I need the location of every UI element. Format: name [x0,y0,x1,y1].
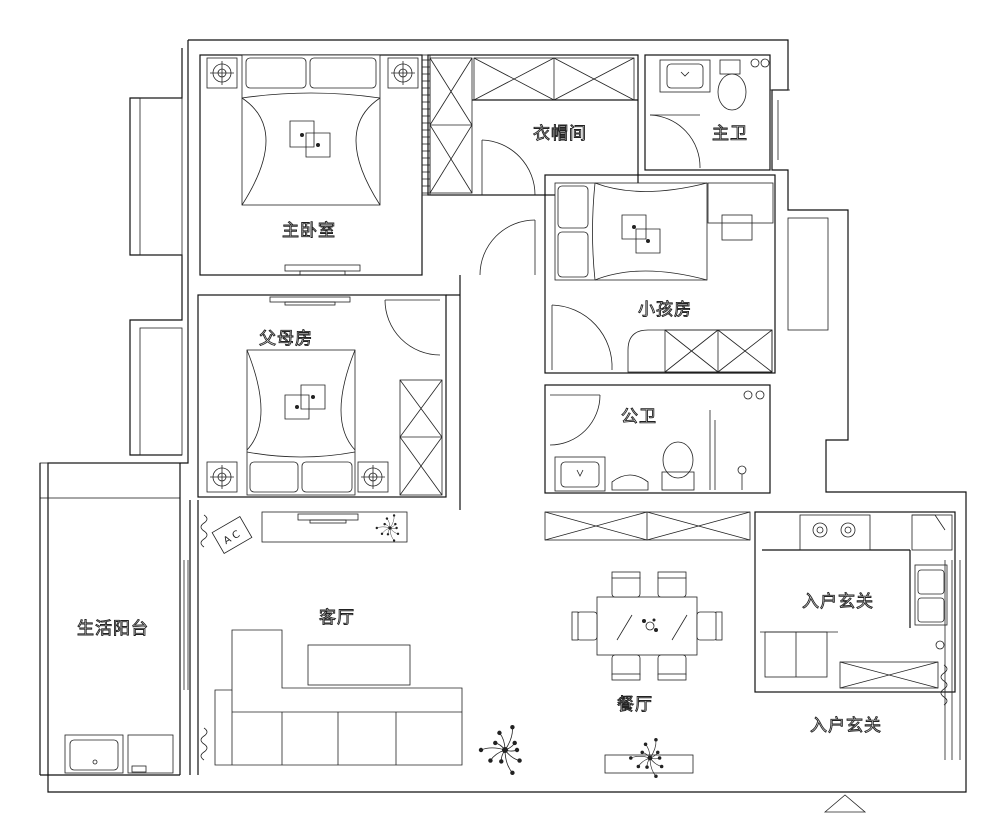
nightstand-lamp-icon [206,57,238,89]
nightstand-lamp-icon [387,57,419,89]
wardrobes [399,57,939,689]
room-labels: 主卧室 衣帽间 主卫 小孩房 父母房 公卫 客厅 餐厅 生活阳台 入户玄关 入户… [77,124,882,737]
label-walk-in-closet: 衣帽间 [533,124,587,144]
plant-icon [375,514,400,542]
plant-icon [629,737,664,779]
living-room-furniture: A C [200,514,948,766]
label-utility-balcony: 生活阳台 [77,619,149,639]
label-public-bath: 公卫 [621,407,657,427]
label-living-room: 客厅 [319,608,355,628]
public-bath-fixtures [554,390,765,492]
label-dining-room: 餐厅 [617,695,653,715]
nightstands [206,57,419,493]
nightstand-lamp-icon [357,461,389,493]
beds [241,54,774,496]
balcony-fixtures [64,734,174,774]
outer-walls [39,39,967,793]
master-bath-fixtures [659,58,770,111]
doors [384,114,867,813]
closet-brick-strip [421,54,431,196]
label-master-bath: 主卫 [712,124,748,144]
foyer-fixtures [760,514,953,678]
label-entry-foyer-2: 入户玄关 [810,716,882,736]
tv-units [261,264,408,543]
label-kids-room: 小孩房 [638,300,692,320]
label-entry-foyer-1: 入户玄关 [802,592,874,612]
label-parents-room: 父母房 [259,329,313,349]
plant-icon [478,724,522,776]
nightstand-lamp-icon [206,461,238,493]
stove-letters: A C [222,529,242,547]
label-master-bedroom: 主卧室 [282,221,336,241]
dining-set [571,571,723,774]
plants [375,514,664,779]
windows [183,100,961,760]
